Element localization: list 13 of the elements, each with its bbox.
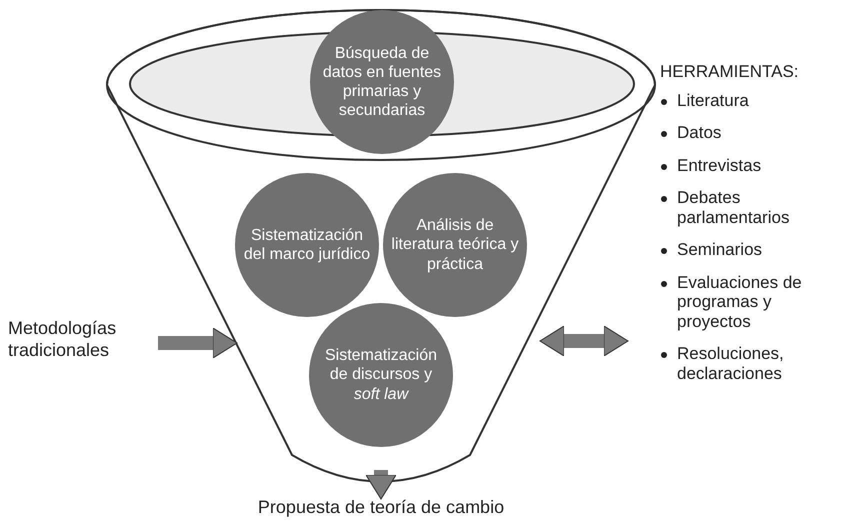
block-arrow <box>540 326 628 356</box>
list-item: Datos <box>677 123 722 143</box>
text-label: Metodologías tradicionales <box>8 318 173 362</box>
text-label: Propuesta de teoría de cambio <box>241 497 521 519</box>
list-item: Entrevistas <box>677 156 762 176</box>
list-item: Literatura <box>677 90 750 110</box>
list-item: Resoluciones, declaraciones <box>677 344 785 384</box>
list-item: Debates parlamentarios <box>677 188 790 228</box>
list-heading: HERRAMIENTAS: <box>660 62 800 82</box>
list-item: Evaluaciones de programas y proyectos <box>677 272 803 332</box>
list-item: Seminarios <box>677 240 764 260</box>
block-arrow <box>366 470 396 500</box>
block-arrow <box>158 328 238 358</box>
